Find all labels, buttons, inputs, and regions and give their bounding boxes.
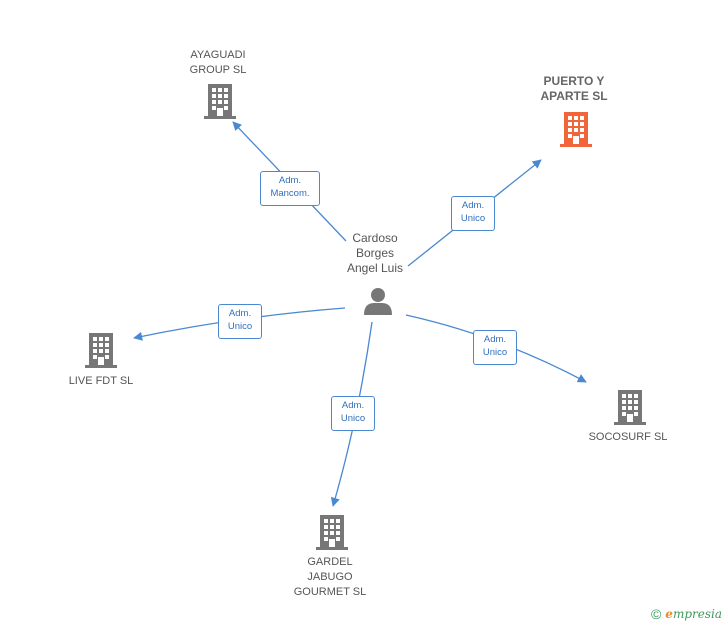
- building-icon[interactable]: [560, 110, 592, 148]
- role-line2: Unico: [460, 213, 486, 224]
- role-label-gardel: Adm. Unico: [331, 396, 375, 431]
- company-name-ayaguadi[interactable]: AYAGUADI GROUP SL: [189, 49, 247, 76]
- company-name-puerto[interactable]: PUERTO Y APARTE SL: [540, 74, 608, 103]
- role-line1: Adm.: [341, 400, 365, 411]
- building-icon[interactable]: [204, 82, 236, 120]
- role-label-socosurf: Adm. Unico: [473, 330, 517, 365]
- role-line1: Adm.: [228, 308, 252, 319]
- role-label-livefdt: Adm. Unico: [218, 304, 262, 339]
- watermark: © empresia: [651, 606, 722, 622]
- person-icon[interactable]: [362, 285, 394, 317]
- role-line2: Unico: [482, 347, 508, 358]
- role-label-puerto: Adm. Unico: [451, 196, 495, 231]
- brand-logo: empresia: [665, 607, 722, 621]
- building-icon[interactable]: [85, 331, 117, 369]
- company-name-socosurf[interactable]: SOCOSURF SL: [588, 431, 668, 443]
- role-line1: Adm.: [278, 175, 302, 186]
- company-name-gardel[interactable]: GARDEL JABUGO GOURMET SL: [293, 556, 367, 598]
- copyright-icon: ©: [650, 606, 662, 622]
- role-line2: Unico: [227, 321, 253, 332]
- building-icon[interactable]: [614, 388, 646, 426]
- role-line2: Mancom.: [270, 188, 310, 199]
- role-line1: Adm.: [461, 200, 485, 211]
- role-line2: Unico: [340, 413, 366, 424]
- company-name-livefdt[interactable]: LIVE FDT SL: [68, 375, 134, 387]
- building-icon[interactable]: [316, 513, 348, 551]
- role-label-ayaguadi: Adm. Mancom.: [260, 171, 320, 206]
- person-name[interactable]: Cardoso Borges Angel Luis: [346, 231, 404, 275]
- role-line1: Adm.: [483, 334, 507, 345]
